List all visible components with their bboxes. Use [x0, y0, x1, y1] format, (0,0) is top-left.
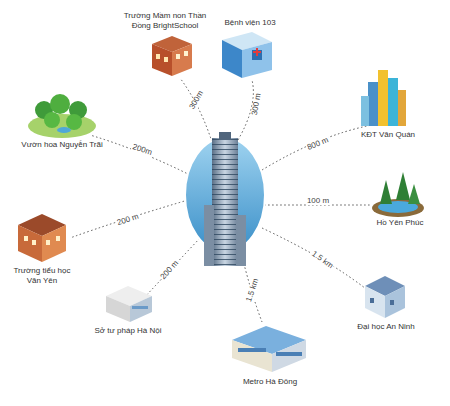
place-label: Hồ Yên Phúc [377, 218, 424, 228]
place-label: Trường Mầm non Thần Đồng BrightSchool [120, 11, 210, 30]
distance-label: 200m [130, 142, 154, 157]
place-label: Vườn hoa Nguyễn Trãi [21, 140, 102, 150]
distance-label: 300 m [251, 91, 264, 116]
place-name: Metro Hà Đông [243, 377, 297, 387]
towers-icon [361, 70, 406, 126]
distance-label: 1.5 km [245, 276, 261, 303]
distance-label: 800 m [305, 135, 331, 152]
leader-lines [70, 78, 372, 322]
place-name: Sở tư pháp Hà Nội [94, 326, 161, 336]
school-icon [18, 214, 66, 262]
place-label: Trường tiểu học Văn Yên [7, 266, 77, 285]
metro-icon [232, 326, 306, 372]
place-label: Bệnh viện 103 [224, 18, 275, 28]
place-name: KĐT Văn Quán [361, 130, 415, 140]
distance-label: 300m [188, 88, 207, 111]
garden-icon [28, 94, 96, 138]
distance-label: 200 m [159, 258, 182, 282]
distance-label: 200 m [115, 212, 141, 228]
place-label: Sở tư pháp Hà Nội [94, 326, 161, 336]
lake-icon [372, 172, 424, 217]
place-label: KĐT Văn Quán [361, 130, 415, 140]
distance-label: 1.5 km [309, 249, 335, 271]
kindergarten-icon [152, 36, 192, 76]
place-name: Đại học An Ninh [357, 322, 414, 332]
hospital-icon [222, 32, 272, 78]
office-icon [106, 286, 152, 322]
place-name: Trường tiểu học Văn Yên [7, 266, 77, 285]
place-name: Bệnh viện 103 [224, 18, 275, 28]
place-name: Vườn hoa Nguyễn Trãi [21, 140, 102, 150]
place-name: Hồ Yên Phúc [377, 218, 424, 228]
distance-label: 100 m [306, 197, 330, 206]
place-name: Trường Mầm non Thần Đồng BrightSchool [120, 11, 210, 30]
place-label: Metro Hà Đông [243, 377, 297, 387]
university-icon [365, 276, 405, 318]
place-label: Đại học An Ninh [357, 322, 414, 332]
